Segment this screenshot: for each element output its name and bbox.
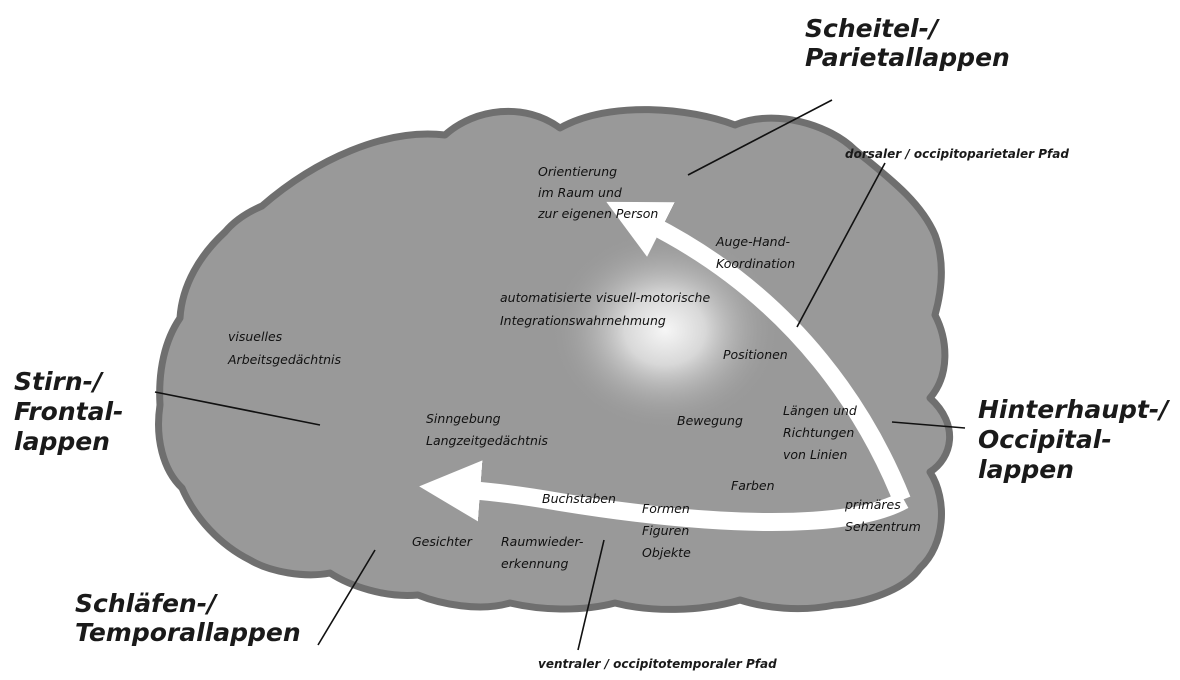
dorsal-pathway-arrow xyxy=(606,201,911,504)
brain-outline xyxy=(155,106,954,613)
dorsal-leader-line xyxy=(796,162,886,328)
parietal-lobe-label: Scheitel-/ Parietallappen xyxy=(805,14,1010,72)
primary-visual-label: primäres Sehzentrum xyxy=(844,497,921,534)
parietal-leader-line xyxy=(687,99,833,176)
ventral-leader-line xyxy=(577,539,605,651)
frontal-leader-line xyxy=(154,391,321,426)
ventral-pathway-label: ventraler / occipitotemporaler Pfad xyxy=(538,657,777,671)
lines-label: Längen und Richtungen von Linien xyxy=(783,403,861,462)
spatial-recognition-label: Raumwieder- erkennung xyxy=(501,534,587,571)
shapes-label: Formen Figuren Objekte xyxy=(642,501,694,560)
positions-label: Positionen xyxy=(723,347,788,362)
movement-label: Bewegung xyxy=(677,413,743,428)
faces-label: Gesichter xyxy=(412,534,473,549)
visuomotor-label: automatisierte visuell-motorische Integr… xyxy=(500,290,714,328)
temporal-lobe-label: Schläfen-/ Temporallappen xyxy=(75,589,301,647)
temporal-leader-line xyxy=(317,549,376,646)
working-memory-label: visuelles Arbeitsgedächtnis xyxy=(227,329,342,367)
dorsal-pathway-label: dorsaler / occipitoparietaler Pfad xyxy=(845,147,1069,161)
ventral-pathway-arrow xyxy=(419,460,909,531)
orientation-label: Orientierung im Raum und zur eigenen Per… xyxy=(537,164,658,221)
highlight-glow xyxy=(550,230,780,430)
frontal-lobe-label: Stirn-/ Frontal- lappen xyxy=(14,367,132,456)
eye-hand-label: Auge-Hand- Koordination xyxy=(715,234,795,271)
letters-label: Buchstaben xyxy=(542,491,616,506)
occipital-lobe-label: Hinterhaupt-/ Occipital- lappen xyxy=(978,395,1177,484)
meaning-label: Sinngebung Langzeitgedächtnis xyxy=(426,411,548,448)
occipital-leader-line xyxy=(891,421,966,429)
colors-label: Farben xyxy=(731,478,775,493)
